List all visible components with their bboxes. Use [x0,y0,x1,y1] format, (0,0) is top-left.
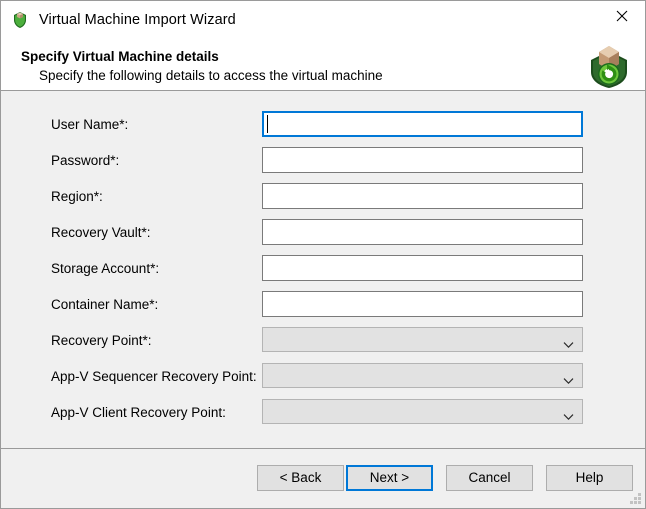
wizard-header: Specify Virtual Machine details Specify … [1,38,645,91]
vm-shield-box-icon [11,11,29,29]
text-caret [267,115,268,133]
field-label: Recovery Point*: [51,333,152,348]
resize-grip-icon[interactable] [629,492,642,505]
form-field-row: Password*: [1,147,645,177]
field-label: Region*: [51,189,103,204]
next-button[interactable]: Next > [346,465,433,491]
text-input[interactable] [262,291,583,317]
combobox [262,327,583,352]
cancel-button[interactable]: Cancel [446,465,533,491]
field-label: Password*: [51,153,120,168]
combobox [262,363,583,388]
chevron-down-icon [563,408,574,421]
text-input[interactable] [262,219,583,245]
field-label: Container Name*: [51,297,159,312]
form-field-row: Recovery Point*: [1,327,645,357]
text-input[interactable] [262,111,583,137]
form-field-row: Recovery Vault*: [1,219,645,249]
field-label: User Name*: [51,117,129,132]
back-button[interactable]: < Back [257,465,344,491]
field-label: App-V Sequencer Recovery Point: [51,369,257,384]
form-field-row: Region*: [1,183,645,213]
chevron-down-icon [563,372,574,385]
text-input[interactable] [262,183,583,209]
import-box-shield-refresh-icon [585,41,633,89]
form-field-row: App-V Client Recovery Point: [1,399,645,429]
field-label: App-V Client Recovery Point: [51,405,226,420]
form-field-row: App-V Sequencer Recovery Point: [1,363,645,393]
form-field-row: Storage Account*: [1,255,645,285]
form-field-row: User Name*: [1,111,645,141]
page-subtitle: Specify the following details to access … [39,68,383,83]
page-title: Specify Virtual Machine details [21,49,219,64]
combobox [262,399,583,424]
field-label: Storage Account*: [51,261,160,276]
help-button[interactable]: Help [546,465,633,491]
title-bar: Virtual Machine Import Wizard [1,1,645,38]
form-field-row: Container Name*: [1,291,645,321]
close-icon[interactable] [599,1,645,31]
field-label: Recovery Vault*: [51,225,151,240]
text-input[interactable] [262,147,583,173]
window-title: Virtual Machine Import Wizard [39,11,236,28]
text-input[interactable] [262,255,583,281]
form-panel: User Name*: Password*: Region*: Recovery Va… [1,91,645,449]
chevron-down-icon [563,336,574,349]
